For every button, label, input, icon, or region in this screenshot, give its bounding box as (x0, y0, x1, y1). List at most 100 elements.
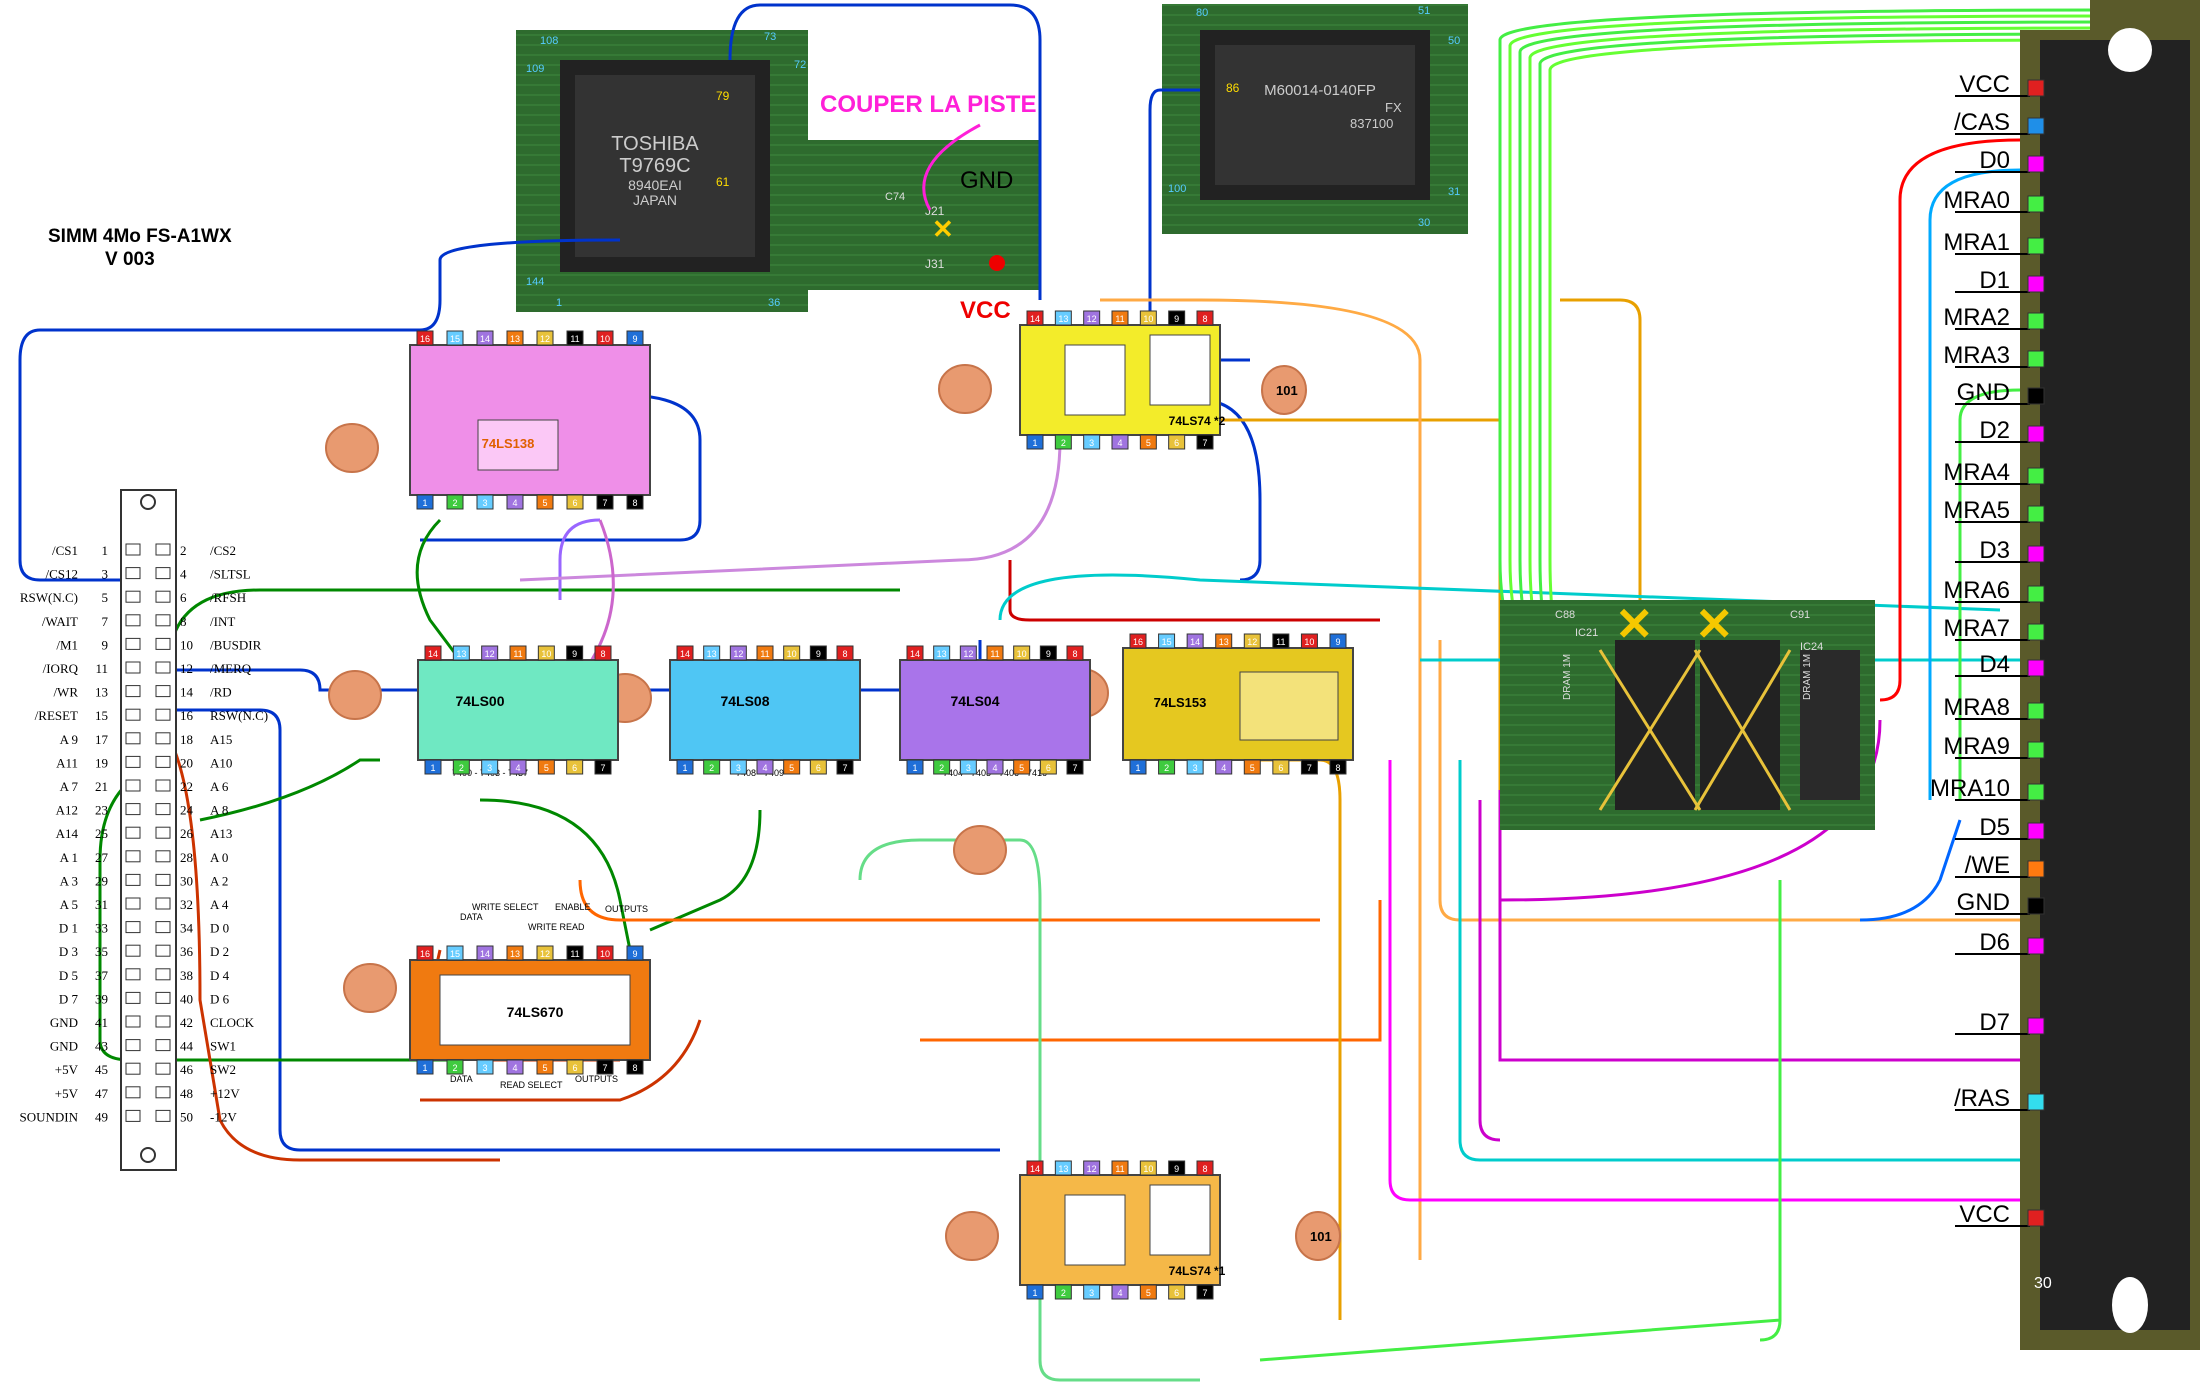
simm-pin-label: MRA10 (1930, 775, 2010, 802)
connector-right-label: A13 (210, 826, 232, 841)
connector-pad (125, 590, 141, 603)
mitsubishi-line1: M60014-0140FP (1264, 82, 1376, 99)
connector-left-pin: 31 (95, 897, 108, 912)
pin-box (626, 494, 644, 510)
pin-number: 13 (937, 649, 947, 659)
connector-pad (155, 944, 171, 957)
connector-left-label: /WAIT (42, 614, 78, 629)
pin-box (446, 945, 464, 961)
pin-number: 16 (420, 334, 430, 344)
mitsubishi-line2: FX (1385, 100, 1402, 115)
connector-left-label: +5V (55, 1062, 79, 1077)
ls670-bottom-label-read-select: READ SELECT (500, 1080, 563, 1090)
simm-pad (2027, 897, 2045, 915)
pin-number: 2 (452, 498, 457, 508)
pin-number: 9 (1174, 314, 1179, 324)
pin-box (1272, 633, 1290, 649)
connector-left-pin: 49 (95, 1109, 108, 1124)
pin-box (703, 759, 721, 775)
mitsubishi-pin-100: 100 (1168, 183, 1186, 195)
pin-box (1196, 1160, 1214, 1176)
pin-number: 13 (456, 649, 466, 659)
simm-pin-label: VCC (1959, 1201, 2010, 1228)
pin-number: 5 (542, 498, 547, 508)
mitsubishi-pin-50: 50 (1448, 35, 1460, 47)
connector-pad (125, 1062, 141, 1075)
connector-right-pin: 24 (180, 803, 194, 818)
board-label-ic21: IC21 (1575, 627, 1598, 639)
pin-box (626, 945, 644, 961)
connector-right-pin: 46 (180, 1062, 194, 1077)
connector-left-label: /M1 (56, 637, 78, 652)
pin-box (1196, 1284, 1214, 1300)
connector-right-label: /SLTSL (210, 567, 251, 582)
pin-box (1329, 633, 1347, 649)
connector-right-label: D 2 (210, 944, 229, 959)
pin-box (1139, 434, 1157, 450)
pin-box (933, 759, 951, 775)
pin-number: 1 (912, 763, 917, 773)
connector-left-pin: 9 (102, 637, 109, 652)
pin-number: 8 (842, 649, 847, 659)
pin-number: 14 (480, 334, 490, 344)
pin-box (1168, 1160, 1186, 1176)
pin-number: 11 (570, 334, 579, 344)
connector-left-pin: 23 (95, 803, 108, 818)
removed-chip-icon: ✕ (1695, 598, 1734, 650)
connector-right-pin: 6 (180, 590, 187, 605)
pin-box (1054, 1160, 1072, 1176)
connector-right-pin: 26 (180, 826, 194, 841)
pin-box (1329, 759, 1347, 775)
connector-pad (155, 567, 171, 580)
connector-left-pin: 7 (102, 614, 109, 629)
simm-pad (2027, 387, 2045, 405)
pin-number: 13 (510, 334, 520, 344)
connector-right-pin: 50 (180, 1109, 193, 1124)
connector-right-label: /INT (210, 614, 235, 629)
pin-number: 3 (482, 1063, 487, 1073)
pin-box (594, 759, 612, 775)
pin-number: 3 (482, 498, 487, 508)
pin-number: 14 (1030, 314, 1040, 324)
connector-pad (155, 779, 171, 792)
connector-left-label: GND (50, 1039, 78, 1054)
toshiba-arrow-61: 61 (716, 175, 730, 189)
pin-box (1272, 759, 1290, 775)
simm-pad (2027, 505, 2045, 523)
cut-arrow (922, 123, 981, 211)
simm-pad (2027, 860, 2045, 878)
chip-name-ls08: 74LS08 (720, 693, 769, 709)
connector-pad (125, 968, 141, 981)
pin-box (566, 494, 584, 510)
pin-number: 11 (513, 649, 522, 659)
pin-box (506, 945, 524, 961)
connector-pad (125, 708, 141, 721)
pin-number: 1 (1135, 763, 1140, 773)
connector-pad (155, 968, 171, 981)
pin-number: 12 (540, 334, 550, 344)
pin-box (416, 1059, 434, 1075)
connector-left-label: RSW(N.C) (20, 590, 78, 605)
pin-box (1158, 633, 1176, 649)
connector-right-label: /CS2 (210, 543, 236, 558)
connector-right-pin: 12 (180, 661, 193, 676)
connector-pad (155, 1062, 171, 1075)
ls670-top-label-data: DATA (460, 912, 483, 922)
pin-box (1139, 1284, 1157, 1300)
connector-right-label: SW1 (210, 1039, 236, 1054)
board-label-c88: C88 (1555, 609, 1575, 621)
pin-number: 13 (1058, 1164, 1068, 1174)
pin-number: 1 (682, 763, 687, 773)
connector-left-pin: 47 (95, 1086, 109, 1101)
pin-box (424, 759, 442, 775)
connector-right-label: /BUSDIR (210, 637, 262, 652)
connector-pad (125, 897, 141, 910)
pin-number: 13 (1058, 314, 1068, 324)
connector-pad (155, 755, 171, 768)
simm-module (2020, 0, 2200, 1350)
pin-box (1054, 310, 1072, 326)
cut-cross-icon: ✕ (932, 214, 954, 244)
pin-number: 9 (816, 649, 821, 659)
connector-right-pin: 44 (180, 1039, 194, 1054)
connector-left-label: A14 (56, 826, 79, 841)
